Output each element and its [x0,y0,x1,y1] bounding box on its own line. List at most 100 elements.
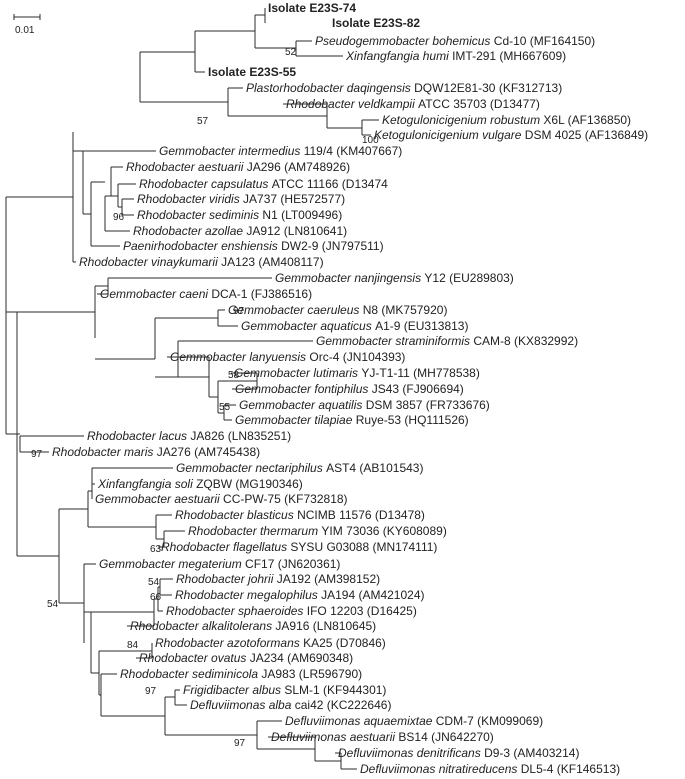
taxon-species-name: Gemmobacter caeni [100,287,208,301]
taxon-label: Rhodobacter azollae JA912 (LN810641) [133,224,347,238]
bootstrap-value: 66 [150,592,162,603]
taxon-species-name: Gemmobacter fontiphilus [235,382,368,396]
taxon-strain-accession: IMT-291 (MH667609) [449,49,566,63]
taxon-strain-accession: JA276 (AM745438) [153,445,260,459]
taxon-label: Frigidibacter albus SLM-1 (KF944301) [183,683,386,697]
taxon-strain-accession: DQW12E81-30 (KF312713) [411,81,562,95]
tree-branches [5,8,379,770]
taxon-strain-accession: DL5-4 (KF146513) [517,762,620,776]
taxon-label: Gemmobacter straminiformis CAM-8 (KX8329… [316,334,578,348]
taxon-label: Ketogulonicigenium robustum X6L (AF13685… [382,113,631,127]
bootstrap-value: 54 [148,577,160,588]
taxon-strain-accession: YIM 73036 (KY608089) [318,524,447,538]
bootstrap-value: 97 [31,449,43,460]
bootstrap-value: 55 [219,402,231,413]
taxon-species-name: Rhodobacter sediminicola [120,667,258,681]
taxon-species-name: Rhodobacter vinaykumarii [79,255,218,269]
taxon-label: Rhodobacter viridis JA737 (HE572577) [137,192,345,206]
taxon-label: Rhodobacter capsulatus ATCC 11166 (D1347… [139,177,388,191]
bootstrap-value: 57 [197,116,209,127]
bootstrap-value: 58 [228,370,240,381]
taxon-strain-accession: N1 (LT009496) [259,208,342,222]
taxon-strain-accession: Y12 (EU289803) [421,271,514,285]
taxon-label: Plastorhodobacter daqingensis DQW12E81-3… [246,81,562,95]
taxon-species-name: Gemmobacter nanjingensis [275,271,421,285]
taxon-strain-accession: Orc-4 (JN104393) [306,350,405,364]
taxon-isolate-name: Isolate E23S-82 [332,16,420,30]
taxon-species-name: Xinfangfangia soli [97,477,193,491]
taxon-strain-accession: D9-3 (AM403214) [481,746,580,760]
taxon-species-name: Rhodobacter viridis [137,192,240,206]
taxon-label: Rhodobacter sediminicola JA983 (LR596790… [120,667,362,681]
scale-bar: 0.01 [13,14,41,36]
taxon-species-name: Rhodobacter sediminis [137,208,259,222]
taxon-species-name: Defluviimonas aquaemixtae [285,714,433,728]
taxon-strain-accession: Ruye-53 (HQ111526) [352,413,468,427]
taxon-strain-accession: CC-PW-75 (KF732818) [220,492,348,506]
taxon-label: Gemmobacter tilapiae Ruye-53 (HQ111526) [235,413,469,427]
taxon-strain-accession: DSM 3857 (FR733676) [362,398,489,412]
taxon-species-name: Rhodobacter capsulatus [139,177,268,191]
taxon-label: Gemmobacter fontiphilus JS43 (FJ906694) [235,382,464,396]
taxon-label: Gemmobacter nectariphilus AST4 (AB101543… [176,461,423,475]
taxon-strain-accession: YJ-T1-11 (MH778538) [358,366,480,380]
taxon-species-name: Ketogulonicigenium robustum [382,113,540,127]
taxon-species-name: Gemmobacter tilapiae [235,413,353,427]
taxon-strain-accession: JA296 (AM748926) [243,160,350,174]
taxon-species-name: Gemmobacter nectariphilus [176,461,323,475]
taxon-species-name: Frigidibacter albus [183,683,281,697]
taxon-label: Xinfangfangia humi IMT-291 (MH667609) [345,49,566,63]
taxon-species-name: Rhodobacter megalophilus [175,588,318,602]
taxon-strain-accession: JA826 (LN835251) [187,429,291,443]
taxon-label: Gemmobacter lutimaris YJ-T1-11 (MH778538… [234,366,480,380]
bootstrap-value: 97 [233,306,245,317]
taxon-label: Rhodobacter blasticus NCIMB 11576 (D1347… [175,508,425,522]
taxon-strain-accession: 119/4 (KM407667) [300,144,402,158]
taxon-label: Rhodobacter alkalitolerans JA916 (LN8106… [130,619,376,633]
taxon-label: Rhodobacter sphaeroides IFO 12203 (D1642… [166,604,417,618]
taxon-label: Rhodobacter flagellatus SYSU G03088 (MN1… [161,540,437,554]
taxon-strain-accession: DSM 4025 (AF136849) [521,128,648,142]
taxon-label: Rhodobacter ovatus JA234 (AM690348) [139,651,353,665]
bootstrap-value: 84 [127,640,139,651]
taxon-label: Defluviimonas alba cai42 (KC222646) [190,698,391,712]
bootstrap-value: 54 [47,599,59,610]
taxon-strain-accession: BS14 (JN642270) [395,730,494,744]
taxon-strain-accession: NCIMB 11576 (D13478) [294,508,425,522]
taxon-label: Isolate E23S-82 [332,16,420,30]
taxon-species-name: Gemmobacter lanyuensis [170,350,306,364]
taxon-strain-accession: CAM-8 (KX832992) [470,334,578,348]
taxon-strain-accession: KA25 (D70846) [300,636,386,650]
taxon-species-name: Rhodobacter thermarum [188,524,318,538]
taxon-species-name: Paenirhodobacter enshiensis [123,239,278,253]
taxon-species-name: Gemmobacter aquatilis [239,398,362,412]
taxon-species-name: Gemmobacter lutimaris [234,366,358,380]
taxon-label: Gemmobacter caeruleus N8 (MK757920) [228,303,447,317]
taxon-strain-accession: JA194 (AM421024) [318,588,425,602]
taxon-species-name: Pseudogemmobacter bohemicus [315,34,490,48]
taxon-strain-accession: JA234 (AM690348) [246,651,353,665]
taxon-label: Ketogulonicigenium vulgare DSM 4025 (AF1… [374,128,648,142]
taxon-species-name: Rhodobacter aestuarii [126,160,244,174]
taxon-strain-accession: A1-9 (EU313813) [372,319,469,333]
taxon-label: Rhodobacter azotoformans KA25 (D70846) [155,636,386,650]
taxon-strain-accession: N8 (MK757920) [359,303,447,317]
taxon-label: Rhodobacter megalophilus JA194 (AM421024… [175,588,425,602]
bootstrap-value: 100 [362,135,379,146]
taxon-strain-accession: JA192 (AM398152) [273,572,380,586]
taxon-strain-accession: JA916 (LN810645) [272,619,376,633]
taxon-species-name: Rhodobacter sphaeroides [166,604,303,618]
taxon-strain-accession: ATCC 35703 (D13477) [415,97,540,111]
taxon-strain-accession: CDM-7 (KM099069) [432,714,543,728]
taxon-label: Rhodobacter thermarum YIM 73036 (KY60808… [188,524,447,538]
taxon-strain-accession: ATCC 11166 (D13474 [268,177,388,191]
taxon-strain-accession: SYSU G03088 (MN174111) [287,540,437,554]
bootstrap-value: 96 [113,212,125,223]
taxon-strain-accession: DCA-1 (FJ386516) [208,287,312,301]
taxon-strain-accession: JA737 (HE572577) [240,192,345,206]
taxon-species-name: Gemmobacter megaterium [99,557,242,571]
taxon-label: Paenirhodobacter enshiensis DW2-9 (JN797… [123,239,384,253]
taxon-label: Gemmobacter nanjingensis Y12 (EU289803) [275,271,514,285]
taxon-label: Rhodobacter aestuarii JA296 (AM748926) [126,160,350,174]
